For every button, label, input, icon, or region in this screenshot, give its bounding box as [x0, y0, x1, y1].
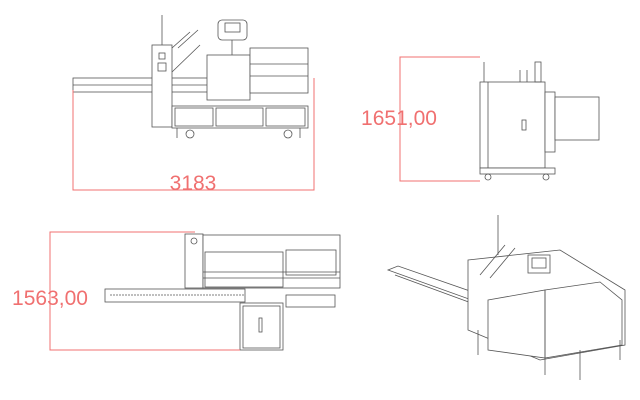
isometric-view [386, 215, 626, 380]
side-view [479, 61, 600, 181]
depth-dimension-label: 1563,00 [12, 287, 88, 310]
height-dimension: 1651,00 [361, 56, 480, 182]
width-dimension-label: 3183 [170, 172, 217, 195]
top-view [104, 233, 341, 351]
depth-dimension: 1563,00 [12, 231, 240, 351]
width-dimension: 3183 [72, 78, 315, 195]
front-view [72, 15, 309, 139]
height-dimension-label: 1651,00 [361, 107, 437, 130]
